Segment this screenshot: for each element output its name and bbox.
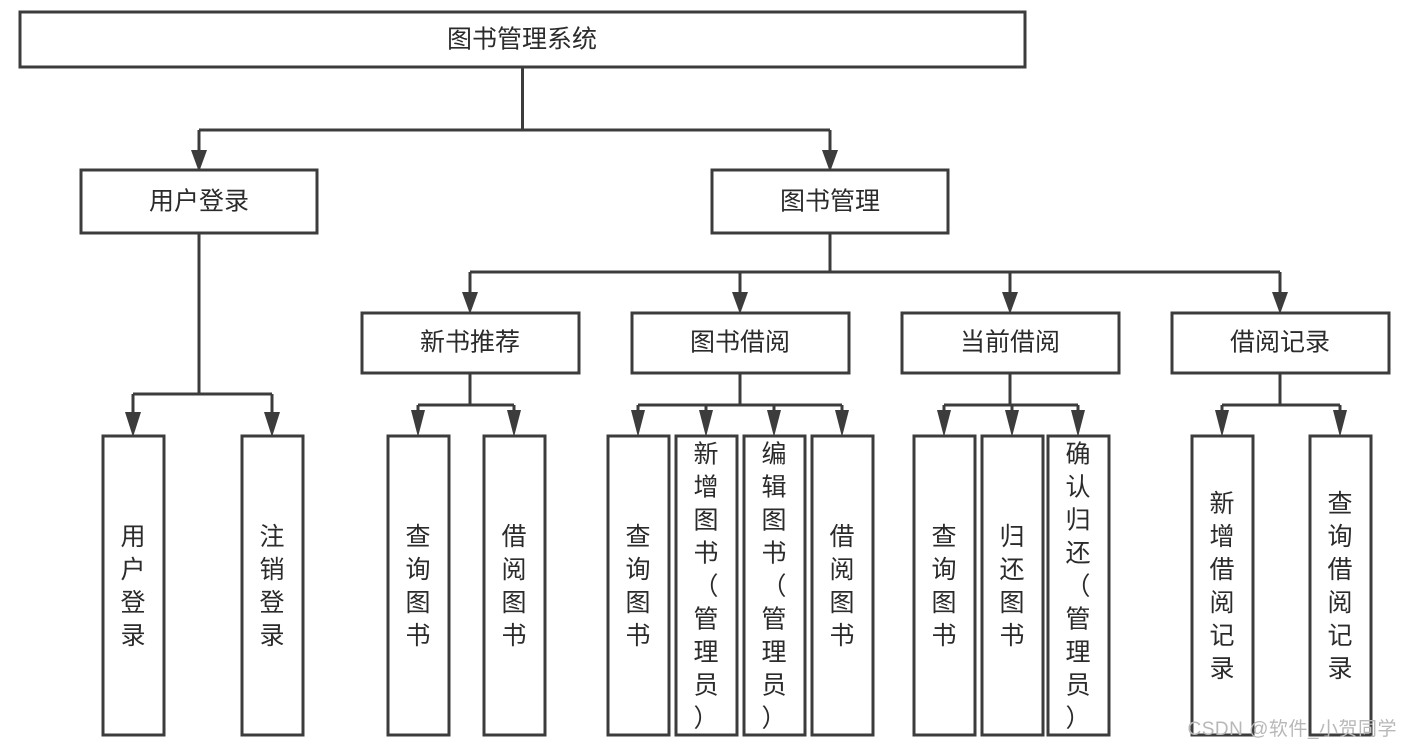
arrow-icon: [699, 410, 713, 437]
leaf-node[interactable]: 编辑图书（管理员）: [742, 434, 807, 737]
node-root-label: 图书管理系统: [447, 26, 597, 54]
leaf-node[interactable]: 查询借阅记录: [1308, 434, 1373, 737]
leaf-node-label: 查询图书: [931, 523, 956, 650]
node-new-book-recommend[interactable]: 新书推荐: [360, 311, 581, 375]
node-new-book-recommend-box[interactable]: [360, 311, 581, 375]
arrow-icon: [1333, 410, 1347, 437]
leaf-node-label: 归还图书: [999, 523, 1024, 650]
leaf-node[interactable]: 查询图书: [386, 434, 451, 737]
leaf-node-label: 用户登录: [120, 523, 145, 650]
arrow-icon: [835, 410, 849, 437]
leaf-node-box[interactable]: [101, 434, 166, 737]
arrow-icon: [822, 150, 838, 172]
arrow-icon: [411, 410, 425, 437]
leaf-node-box[interactable]: [1046, 434, 1111, 737]
node-book-management-label: 图书管理: [780, 188, 880, 216]
leaf-node-box[interactable]: [912, 434, 977, 737]
node-user-login-box[interactable]: [79, 168, 319, 235]
leaf-node-label: 确认归还（管理员）: [1065, 441, 1090, 733]
leaf-node-box[interactable]: [1308, 434, 1373, 737]
arrow-icon: [191, 150, 207, 172]
node-book-management[interactable]: 图书管理: [710, 168, 950, 235]
leaf-node[interactable]: 借阅图书: [482, 434, 547, 737]
leaf-node[interactable]: 用户登录: [101, 434, 166, 737]
leaf-node-box[interactable]: [1190, 434, 1255, 737]
arrow-icon: [1071, 410, 1085, 437]
arrow-icon: [732, 292, 748, 314]
leaf-node-box[interactable]: [386, 434, 451, 737]
arrow-icon: [125, 412, 141, 437]
node-new-book-recommend-label: 新书推荐: [420, 329, 520, 357]
leaf-node-label: 新增图书（管理员）: [693, 441, 718, 733]
arrow-icon: [1272, 292, 1288, 314]
arrow-icon: [462, 292, 478, 314]
leaf-node-label: 编辑图书（管理员）: [761, 441, 786, 733]
arrow-icon: [631, 410, 645, 437]
leaf-node-box[interactable]: [482, 434, 547, 737]
leaf-node-box[interactable]: [240, 434, 305, 737]
node-book-borrow[interactable]: 图书借阅: [630, 311, 851, 375]
leaf-node[interactable]: 确认归还（管理员）: [1046, 434, 1111, 737]
leaf-node[interactable]: 查询图书: [912, 434, 977, 737]
leaf-node-label: 查询图书: [625, 523, 650, 650]
leaf-node-label: 借阅图书: [501, 523, 526, 650]
node-book-borrow-label: 图书借阅: [690, 329, 790, 357]
leaf-node-box[interactable]: [674, 434, 739, 737]
leaf-node-label: 新增借阅记录: [1209, 490, 1234, 683]
leaf-node[interactable]: 借阅图书: [810, 434, 875, 737]
node-current-borrow-label: 当前借阅: [960, 329, 1060, 357]
node-borrow-record[interactable]: 借阅记录: [1170, 311, 1391, 375]
arrow-icon: [1215, 410, 1229, 437]
node-current-borrow[interactable]: 当前借阅: [900, 311, 1121, 375]
leaf-node-box[interactable]: [980, 434, 1045, 737]
arrow-icon: [507, 410, 521, 437]
node-user-login-label: 用户登录: [149, 188, 249, 216]
node-user-login[interactable]: 用户登录: [79, 168, 319, 235]
arrow-icon: [1005, 410, 1019, 437]
leaf-node-label: 借阅图书: [829, 523, 854, 650]
leaf-node[interactable]: 新增图书（管理员）: [674, 434, 739, 737]
leaf-node-label: 注销登录: [259, 523, 284, 650]
arrow-icon: [767, 410, 781, 437]
node-borrow-record-box[interactable]: [1170, 311, 1391, 375]
node-book-borrow-box[interactable]: [630, 311, 851, 375]
leaf-node[interactable]: 新增借阅记录: [1190, 434, 1255, 737]
leaf-node-label: 查询图书: [405, 523, 430, 650]
leaf-node-box[interactable]: [742, 434, 807, 737]
node-current-borrow-box[interactable]: [900, 311, 1121, 375]
arrow-icon: [937, 410, 951, 437]
leaf-node-label: 查询借阅记录: [1327, 490, 1352, 683]
arrowhead-layer: [125, 150, 1347, 437]
arrow-icon: [1002, 292, 1018, 314]
node-root[interactable]: 图书管理系统: [18, 10, 1027, 69]
leaf-node-box[interactable]: [606, 434, 671, 737]
leaf-node[interactable]: 归还图书: [980, 434, 1045, 737]
node-root-box[interactable]: [18, 10, 1027, 69]
leaf-node-box[interactable]: [810, 434, 875, 737]
leaf-node[interactable]: 查询图书: [606, 434, 671, 737]
node-book-management-box[interactable]: [710, 168, 950, 235]
node-borrow-record-label: 借阅记录: [1230, 329, 1330, 357]
arrow-icon: [264, 412, 280, 437]
leaf-node[interactable]: 注销登录: [240, 434, 305, 737]
